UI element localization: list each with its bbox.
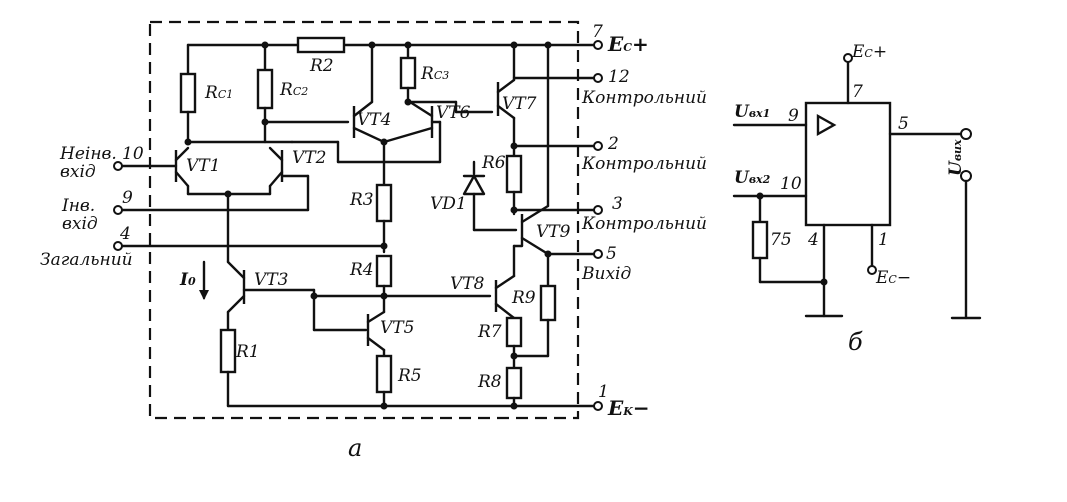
terminals [113, 40, 603, 411]
pin4-number: 4 [120, 224, 131, 244]
r3-label: R3 [350, 190, 374, 210]
b-output-label: Uвих [946, 139, 966, 176]
b-input2-label: Uвх2 [734, 168, 771, 188]
vt2-label: VT2 [292, 148, 327, 168]
pin3-label: Контрольний [582, 214, 708, 234]
pin10-number: 10 [122, 144, 144, 164]
b-pin4: 4 [808, 230, 819, 250]
vt6-label: VT6 [436, 103, 471, 123]
r2-label: R2 [310, 56, 334, 76]
current-label: I0 [180, 270, 196, 290]
junction-dots [184, 41, 552, 410]
vd1-diode [462, 174, 486, 196]
pin5-number: 5 [606, 244, 617, 264]
pin2-label: Контрольний [582, 154, 708, 174]
r1-label: R1 [236, 342, 260, 362]
b-pin10: 10 [780, 174, 802, 194]
b-pin1: 1 [878, 230, 889, 250]
r3-resistor [375, 183, 393, 223]
caption-a: а [348, 434, 363, 462]
vt1-label: VT1 [186, 156, 221, 176]
pin3-number: 3 [612, 194, 623, 214]
pin10-label1: Неінв. [60, 144, 117, 164]
b-pin5: 5 [898, 114, 909, 134]
r1-resistor [219, 328, 237, 374]
pin5-label: Вихід [582, 264, 632, 284]
r5-resistor [375, 354, 393, 394]
amplifier-triangle [816, 113, 837, 137]
pin9-number: 9 [122, 188, 133, 208]
r8-label: R8 [478, 372, 502, 392]
r4-label: R4 [350, 260, 374, 280]
r2-resistor [296, 36, 346, 54]
r6-resistor [505, 154, 523, 194]
r6-label: R6 [482, 153, 506, 173]
pin7-label: EC+ [608, 32, 649, 56]
vt8-label: VT8 [450, 274, 485, 294]
rc3-label: RC3 [421, 64, 450, 84]
rc3-resistor [399, 56, 417, 90]
b-supply-neg-label: EC− [876, 268, 912, 288]
caption-b: б [848, 328, 863, 356]
r9-label: R9 [512, 288, 536, 308]
pin2-number: 2 [608, 134, 619, 154]
b-supply-pos-label: EC+ [852, 42, 888, 62]
pin4-label: Загальний [40, 250, 133, 270]
pin7-number: 7 [592, 22, 603, 42]
b-pin7: 7 [852, 82, 863, 102]
rc2-label: RC2 [280, 80, 309, 100]
r5-label: R5 [398, 366, 422, 386]
r7-resistor [505, 316, 523, 348]
b-pin9: 9 [788, 106, 799, 126]
vt5-label: VT5 [380, 318, 415, 338]
b-input1-label: Uвх1 [734, 102, 771, 122]
input-resistor [751, 220, 769, 260]
pin12-number: 12 [608, 67, 630, 87]
r8-resistor [505, 366, 523, 400]
pin10-label2: вхід [60, 162, 96, 182]
r7-label: R7 [478, 322, 502, 342]
vt7-label: VT7 [502, 94, 537, 114]
vt3-label: VT3 [254, 270, 289, 290]
pin9-label1: Інв. [62, 196, 96, 216]
pin12-label: Контрольний [582, 88, 708, 108]
pin1-number: 1 [598, 382, 609, 402]
vt4-label: VT4 [357, 110, 392, 130]
pin9-label2: вхід [62, 214, 98, 234]
r9-resistor [539, 284, 557, 322]
rc1-label: RC1 [205, 83, 234, 103]
b-resistor-label: 75 [770, 230, 792, 250]
vd1-label: VD1 [430, 194, 467, 214]
chip-boundary [148, 20, 580, 420]
vt9-label: VT9 [536, 222, 571, 242]
r4-resistor [375, 254, 393, 288]
rc2-resistor [256, 68, 274, 110]
rc1-resistor [179, 72, 197, 114]
pin1-label: EK− [608, 396, 650, 420]
